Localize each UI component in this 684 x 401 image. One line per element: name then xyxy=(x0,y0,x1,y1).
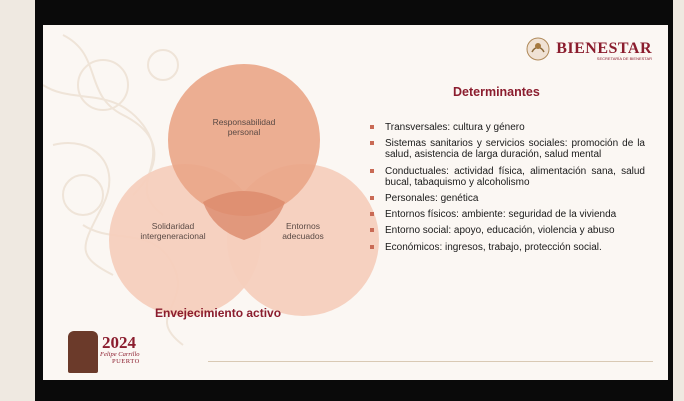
bullet-icon xyxy=(370,125,374,129)
logo-surname: PUERTO xyxy=(112,358,140,365)
bullet-icon xyxy=(370,212,374,217)
determinant-item: Económicos: ingresos, trabajo, protecció… xyxy=(370,242,645,253)
logo-name: Felipe Carrillo xyxy=(100,351,140,358)
determinant-item: Personales: genética xyxy=(370,193,645,204)
bullet-icon xyxy=(370,244,374,249)
venn-title: Envejecimiento activo xyxy=(155,306,282,320)
determinant-item: Conductuales: actividad física, alimenta… xyxy=(370,166,645,188)
portrait-icon xyxy=(68,331,98,373)
slide: BIENESTAR SECRETARÍA DE BIENESTAR Respon… xyxy=(43,25,668,380)
coat-of-arms-icon xyxy=(526,37,550,61)
determinant-item: Transversales: cultura y género xyxy=(370,122,645,133)
bullet-icon xyxy=(370,195,374,200)
brand-name: BIENESTAR xyxy=(556,40,652,57)
determinant-item: Entornos físicos: ambiente: seguridad de… xyxy=(370,209,645,220)
venn-diagram xyxy=(109,64,379,316)
footer-divider xyxy=(208,361,653,362)
brand-tagline: SECRETARÍA DE BIENESTAR xyxy=(596,56,652,61)
determinant-item: Sistemas sanitarios y servicios sociales… xyxy=(370,138,645,160)
logo-year: 2024 xyxy=(102,333,136,352)
determinant-item: Entorno social: apoyo, educación, violen… xyxy=(370,225,645,236)
determinants-title: Determinantes xyxy=(453,85,540,99)
bullet-icon xyxy=(370,168,374,173)
bienestar-logo: BIENESTAR SECRETARÍA DE BIENESTAR xyxy=(526,37,652,61)
bullet-icon xyxy=(370,228,374,233)
venn-center-overlap xyxy=(203,191,285,240)
bullet-icon xyxy=(370,141,374,146)
felipe-carrillo-puerto-logo: 2024 Felipe Carrillo PUERTO xyxy=(68,331,163,375)
determinants-list: Transversales: cultura y género Sistemas… xyxy=(370,122,645,258)
venn-circle-top xyxy=(168,64,320,216)
